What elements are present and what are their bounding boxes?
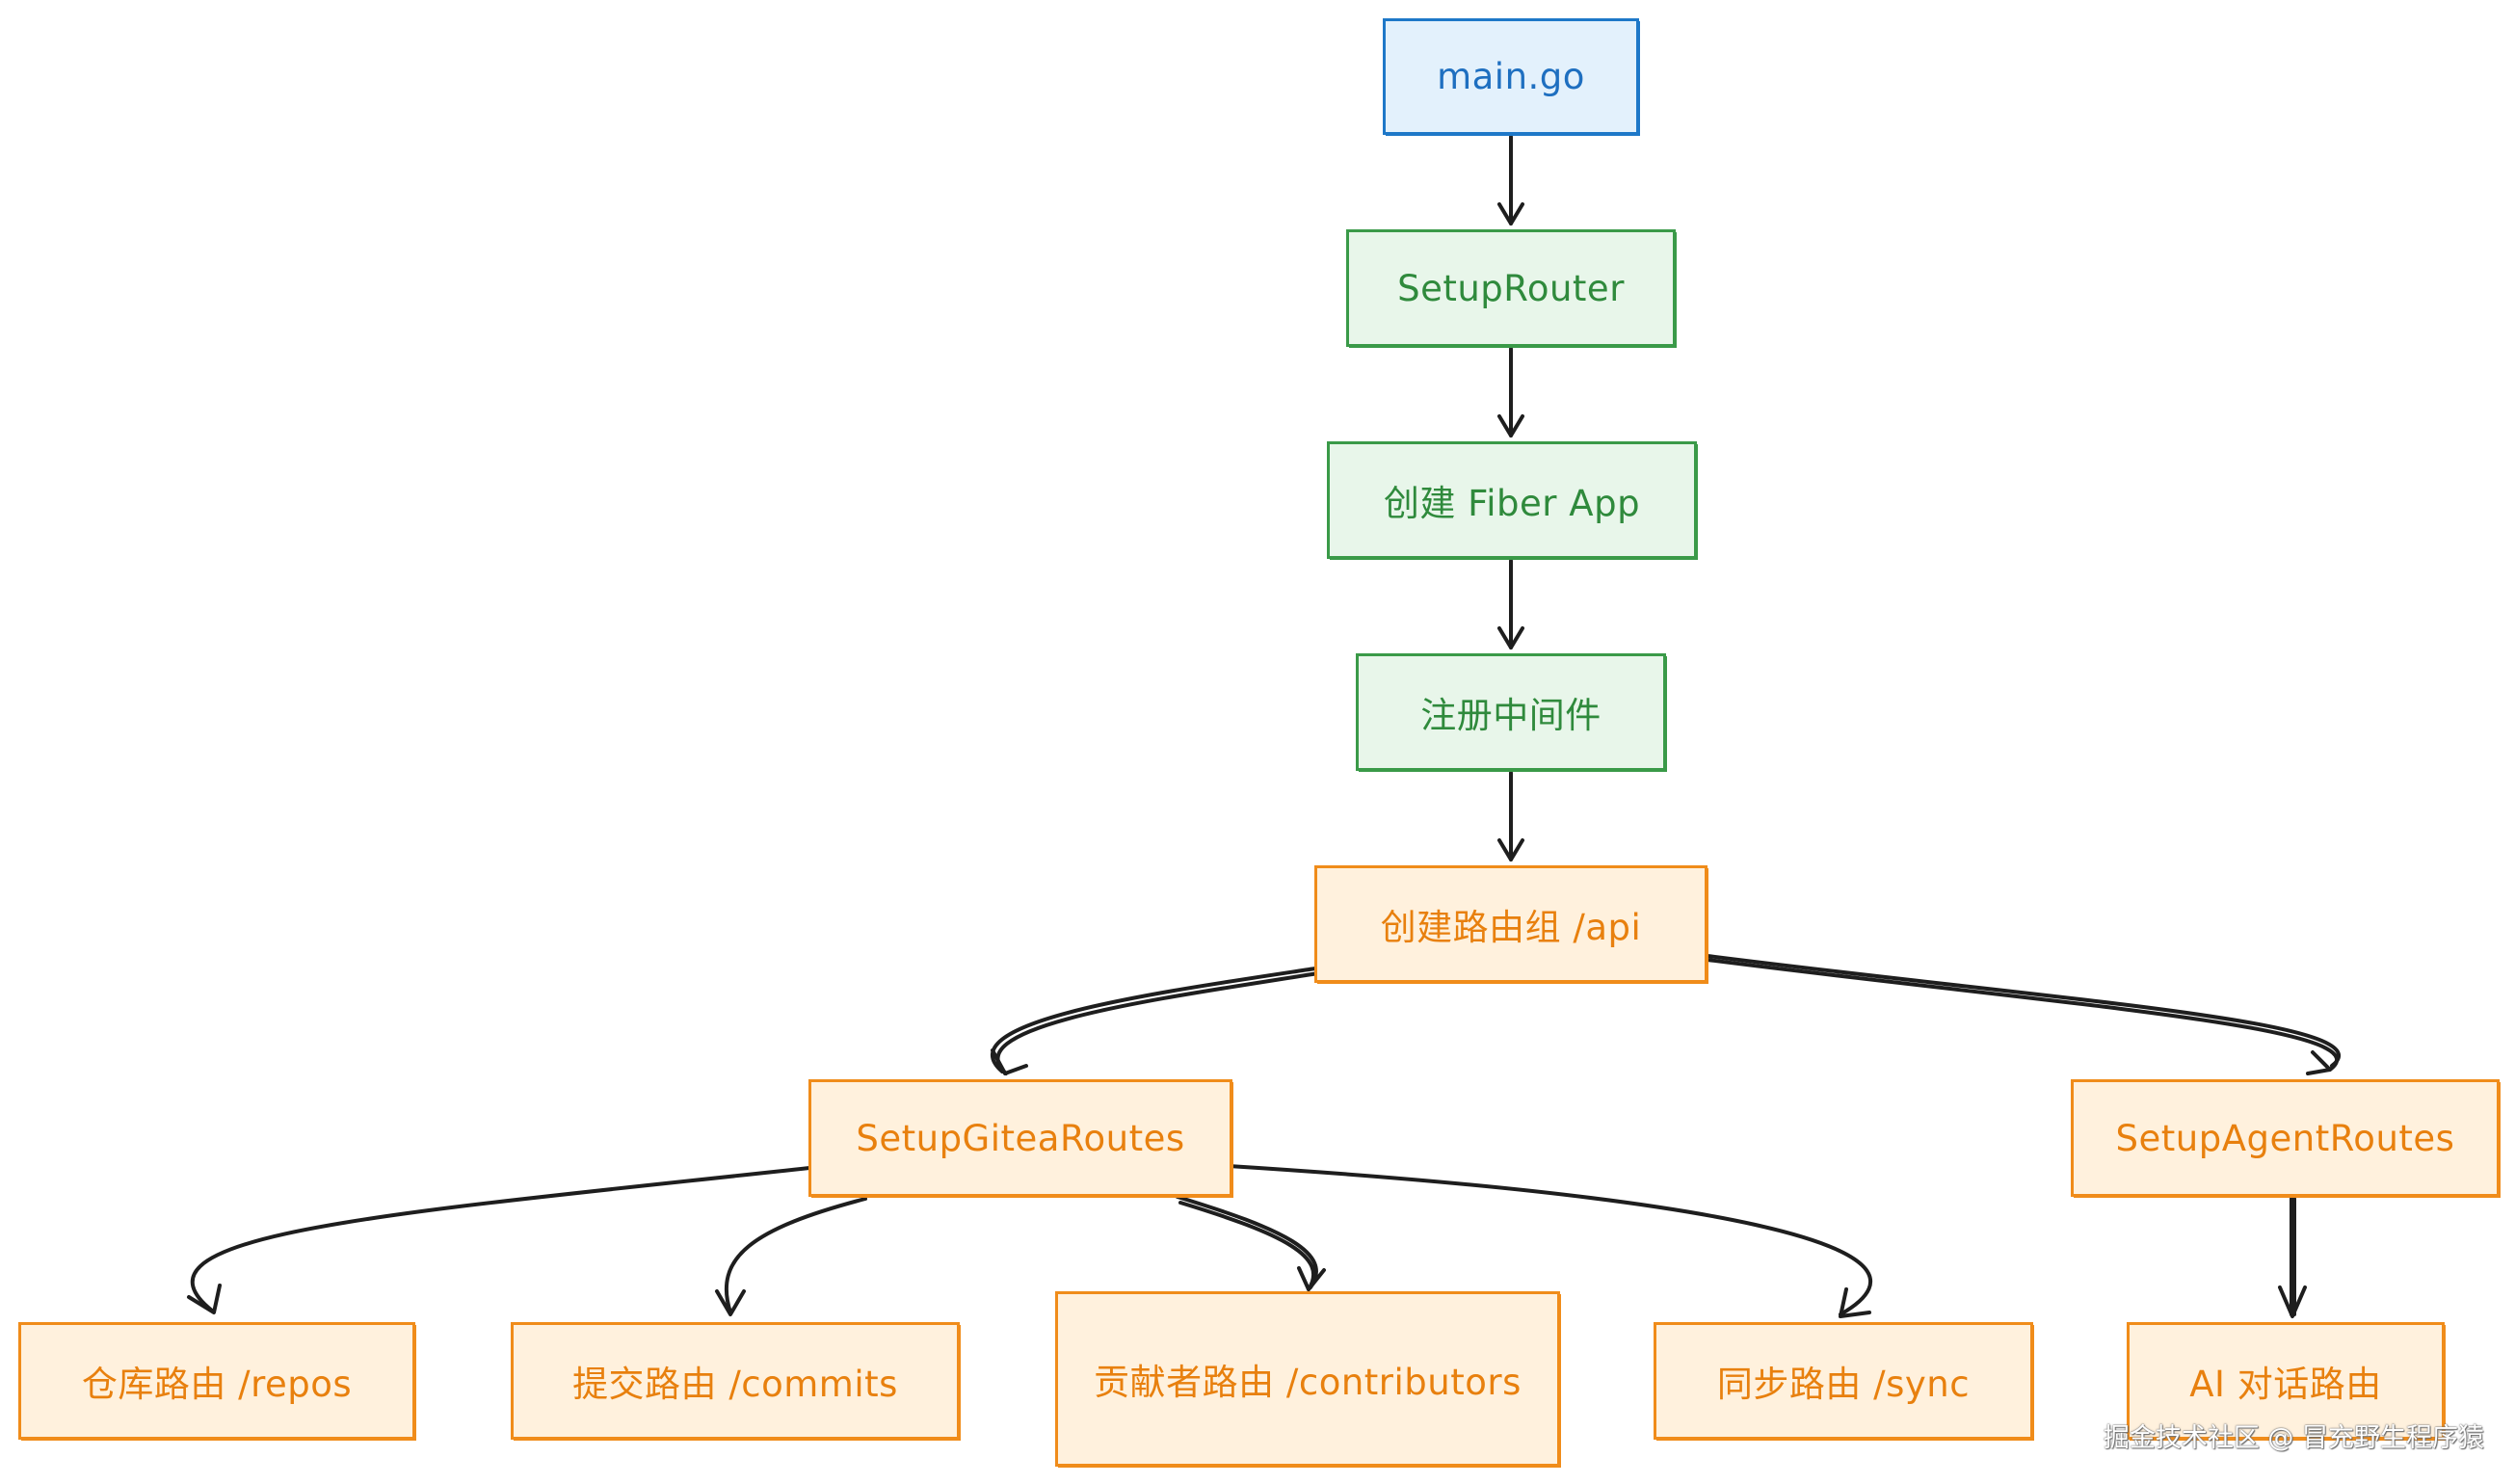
edge-gitea-to-sync bbox=[1227, 1164, 1873, 1318]
node-ai-chat-route: AI 对话路由 bbox=[2127, 1322, 2445, 1440]
edge-main-to-setuprouter bbox=[1497, 135, 1524, 225]
node-main-go: main.go bbox=[1383, 18, 1639, 135]
node-repos-route: 仓库路由 /repos bbox=[18, 1322, 415, 1440]
node-sync-route: 同步路由 /sync bbox=[1654, 1322, 2033, 1440]
node-api-group: 创建路由组 /api bbox=[1314, 865, 1708, 983]
node-api-group-label: 创建路由组 /api bbox=[1380, 907, 1642, 948]
edge-api-group-to-agent-routes bbox=[1706, 954, 2341, 1075]
edge-agent-to-ai-chat bbox=[2278, 1197, 2307, 1318]
edge-create-app-to-middleware bbox=[1497, 559, 1524, 649]
edge-gitea-to-commits bbox=[715, 1197, 867, 1316]
node-create-fiber-app: 创建 Fiber App bbox=[1327, 441, 1697, 559]
node-ai-chat-route-label: AI 对话路由 bbox=[2189, 1364, 2382, 1405]
node-contributors-route: 贡献者路由 /contributors bbox=[1055, 1291, 1560, 1467]
node-setup-gitea-routes: SetupGiteaRoutes bbox=[808, 1079, 1232, 1197]
node-register-middleware-label: 注册中间件 bbox=[1420, 695, 1602, 736]
node-create-fiber-app-label: 创建 Fiber App bbox=[1383, 483, 1641, 524]
edge-gitea-to-contributors bbox=[1176, 1195, 1326, 1291]
edge-setuprouter-to-create-app bbox=[1497, 347, 1524, 437]
node-main-go-label: main.go bbox=[1437, 56, 1585, 97]
edge-gitea-to-repos bbox=[187, 1166, 811, 1314]
node-commits-route: 提交路由 /commits bbox=[511, 1322, 960, 1440]
node-setup-agent-routes-label: SetupAgentRoutes bbox=[2115, 1117, 2455, 1159]
node-contributors-route-label: 贡献者路由 /contributors bbox=[1094, 1362, 1522, 1403]
node-repos-route-label: 仓库路由 /repos bbox=[81, 1364, 353, 1405]
node-setup-router-label: SetupRouter bbox=[1397, 267, 1625, 309]
node-register-middleware: 注册中间件 bbox=[1356, 653, 1666, 771]
node-sync-route-label: 同步路由 /sync bbox=[1716, 1364, 1971, 1405]
edge-api-group-to-gitea-routes bbox=[991, 967, 1320, 1075]
node-setup-gitea-routes-label: SetupGiteaRoutes bbox=[856, 1117, 1185, 1159]
node-commits-route-label: 提交路由 /commits bbox=[572, 1364, 898, 1405]
node-setup-router: SetupRouter bbox=[1346, 229, 1676, 347]
edge-middleware-to-api-group bbox=[1497, 771, 1524, 861]
watermark: 掘金技术社区 @ 冒充野生程序猿 bbox=[2103, 1423, 2484, 1453]
node-setup-agent-routes: SetupAgentRoutes bbox=[2071, 1079, 2500, 1197]
